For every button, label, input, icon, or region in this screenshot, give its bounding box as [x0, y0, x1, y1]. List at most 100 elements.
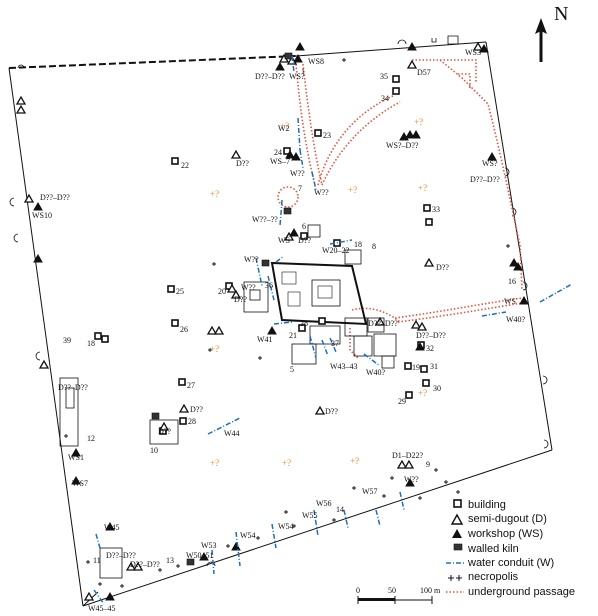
walled-kiln [151, 412, 160, 420]
necropolis-marker [352, 486, 356, 490]
semi-dugout [314, 405, 326, 415]
building [405, 391, 413, 399]
walled-kilns [151, 52, 293, 566]
area-number: 37 [331, 339, 339, 348]
tower-mark [447, 35, 459, 45]
passage [394, 297, 523, 319]
workshop [199, 551, 209, 561]
building [167, 285, 175, 293]
boundary-south [82, 449, 553, 607]
walled-kiln [284, 52, 293, 60]
area-number: 20 [218, 287, 226, 296]
area-number: 19 [412, 363, 420, 372]
label-w-mid2: W?? [314, 188, 329, 197]
label-w-c36b: W?? [241, 283, 256, 292]
building [298, 324, 306, 332]
uncertain-mark: +? [210, 458, 219, 468]
uncertain-mark: +? [282, 458, 291, 468]
uncertain-mark: +? [348, 185, 357, 195]
water-conduit [235, 531, 241, 567]
area-number: 38 [300, 319, 308, 328]
feature-labels: WS8 D??–D?? WS? WS3 D57 D??–D?? WS10 WS?… [32, 48, 526, 613]
label-d-e: D?? [436, 263, 449, 272]
label-d-r2: D??–D?? [368, 319, 398, 328]
building [171, 157, 179, 165]
legend-underground-passage: underground passage [468, 586, 575, 598]
necropolis-marker [418, 496, 422, 500]
area-number: 25 [176, 287, 184, 296]
building [422, 379, 430, 387]
passage [302, 63, 323, 186]
legend-walled-kiln: walled kiln [467, 543, 519, 555]
walled-kiln [283, 207, 292, 215]
semi-dugout [132, 561, 144, 571]
north-arrow: N [535, 3, 568, 62]
semi-dugout [403, 459, 415, 469]
water-conduit [271, 523, 277, 549]
water-conduit [539, 283, 573, 303]
legend-necropolis-icon [448, 575, 462, 581]
necropolis-marker [332, 518, 336, 522]
building [94, 332, 102, 340]
workshops [33, 41, 529, 601]
workshop [289, 227, 299, 237]
water-conduit [321, 339, 329, 357]
area-number: 18 [354, 240, 362, 249]
label-w55: W55 [302, 511, 318, 520]
semi-dugout [472, 41, 484, 51]
area-number: 30 [433, 384, 441, 393]
tower-mark [397, 39, 407, 45]
workshop [275, 61, 285, 71]
area-number: 9 [426, 460, 430, 469]
semi-dugout [410, 319, 422, 329]
label-w57: W57 [362, 487, 378, 496]
workshop [405, 477, 415, 487]
room [291, 343, 317, 365]
label-w-mid: W?? [290, 169, 305, 178]
label-w2: W2 [278, 124, 290, 133]
tower-mark [431, 38, 437, 43]
necropolis-marker [176, 564, 180, 568]
water-conduit [363, 353, 381, 367]
water-conduit [311, 171, 317, 191]
workshop [519, 295, 529, 305]
label-ws10: WS10 [32, 211, 52, 220]
central-enclosure [270, 249, 368, 326]
necropolis-marker [86, 560, 90, 564]
uncertain-mark: +? [210, 189, 219, 199]
label-d20: D?? [234, 295, 247, 304]
label-ws-e: WS [504, 297, 516, 306]
workshop [479, 43, 489, 53]
semi-dugouts [15, 41, 484, 601]
room [353, 335, 373, 357]
room [99, 547, 123, 579]
semi-dugout [15, 95, 27, 105]
passage [317, 94, 396, 186]
tower-mark [17, 64, 25, 69]
boundary-towers [9, 35, 549, 567]
building [101, 335, 109, 343]
passage [351, 307, 401, 323]
boundary-east [485, 41, 553, 451]
area-number: 29 [398, 397, 406, 406]
walled-kiln [186, 558, 195, 566]
label-d1: D1–D22? [392, 451, 424, 460]
semi-dugout [213, 325, 225, 335]
label-d-nw: D??–D?? [255, 72, 285, 81]
label-w4545: W45–45 [88, 604, 116, 613]
semi-dugout [226, 283, 238, 293]
uncertain-mark: +? [280, 121, 289, 131]
semi-dugout [416, 321, 428, 331]
area-number: 12 [87, 434, 95, 443]
label-w40e: W40? [506, 315, 526, 324]
room [59, 377, 79, 447]
legend-walled-kiln-icon [453, 543, 463, 551]
label-d-ne: D??–D?? [470, 175, 500, 184]
workshop [415, 341, 425, 351]
label-ws8: WS8 [308, 57, 324, 66]
necropolis-marker [390, 476, 394, 480]
necropolis-marker [98, 582, 102, 586]
uncertain-mark: +? [350, 456, 359, 466]
necropolis-marker [292, 524, 296, 528]
water-conduit [255, 257, 263, 287]
